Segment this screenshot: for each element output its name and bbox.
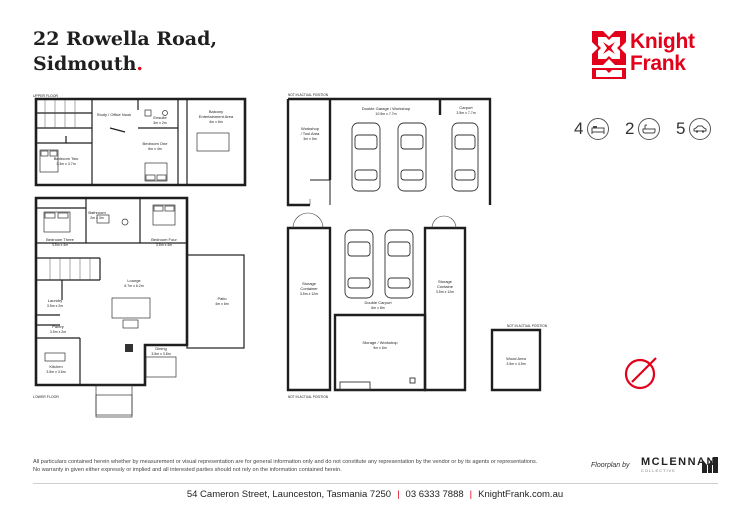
double-garage-label: Double Garage / Workshop [362,106,411,111]
knight-frank-wordmark: Knight Frank [630,31,695,75]
mclennan-mark-icon [702,457,718,473]
bedroom-one-size: 6m x 4m [148,147,162,151]
bathrooms-feature: 2 [625,118,661,140]
kitchen-label: Kitchen [49,364,62,369]
bedrooms-count: 4 [574,119,584,138]
parking-count: 5 [676,119,686,138]
ensuite-size: 3m x 2m [153,121,167,125]
parking-feature: 5 [676,118,712,140]
storage-right-label2: Containe [437,284,454,289]
storage-left-size: 3.5m x 12m [300,292,318,296]
wood-area-label: Wood Area [506,356,526,361]
lower-floor-label: LOWER FLOOR [33,395,59,399]
patio-label: Patio [217,296,227,301]
laundry-size: 3.5m x 2m [47,304,63,308]
logo-line1: Knight [630,30,695,53]
north-compass-icon [624,357,657,390]
footer-separator-1: | [397,489,400,500]
bedroom-three-label: Bedroom Three [46,237,74,242]
disclaimer-line1: All particulars contained herein whether… [33,459,538,465]
property-title-line2: Sidmouth. [33,53,144,75]
footer-website[interactable]: KnightFrank.com.au [478,489,564,500]
double-garage-size: 10.5m x 7.7m [375,112,396,116]
bathroom-label: Bathroom [88,210,106,215]
floor-plans: UPPER FLOOR Study / [33,93,657,418]
double-carport-label: Double Carport [364,300,392,305]
footer-separator-2: | [469,489,473,500]
footer-divider [33,483,718,484]
bathroom-size: 2m x 3m [90,216,104,220]
pantry-label: Pantry [52,324,64,329]
storage-workshop-size: 9m x 6m [373,346,387,350]
workshop-tool-label2: / Tool Area [301,131,321,136]
car-icon [689,118,712,140]
lower-floor-plan: Bathroom 2m x 3m Bedroom Three 3.5m x 4m… [33,196,245,418]
footer-address: 54 Cameron Street, Launceston, Tasmania … [186,489,392,500]
bathrooms-count: 2 [625,119,635,138]
bedroom-four-size: 3.5m x 4m [156,243,172,247]
storage-right-size: 3.5m x 12m [436,290,454,294]
kitchen-size: 3.5m x 3.6m [46,370,65,374]
carport-label: Carport [459,105,473,110]
mclennan-logo-text: MCLENNAN [641,456,716,468]
property-title: 22 Rowella Road, Sidmouth. [33,27,217,77]
wood-area-size: 3.5m x 4.5m [506,362,525,366]
ensuite-label: Ensuite [153,115,167,120]
storage-workshop-label: Storage / Workshop [362,340,398,345]
upper-floor-plan: UPPER FLOOR Study / [33,94,247,187]
knight-frank-mark-icon [592,31,626,79]
lounge-size: 6.7m x 6.2m [124,284,143,288]
patio-size: 4m x 6m [215,302,229,306]
footer: 54 Cameron Street, Launceston, Tasmania … [0,489,750,500]
property-title-line1: 22 Rowella Road, [33,28,217,50]
storage-left-label: Storage [302,281,317,286]
balcony-label2: Entertainment Area [199,114,234,119]
bedroom-three-size: 3.5m x 4m [52,243,68,247]
not-actual-position-3: NOT IN ACTUAL POSITION [288,395,329,399]
bedrooms-feature: 4 [574,118,610,140]
storage-left-label2: Container [300,286,318,291]
workshop-tool-label: Workshop [301,126,320,131]
storage-right-label: Storage [438,279,453,284]
disclaimer-line2: No warranty in given either expressly or… [33,467,342,473]
bedroom-two-label: Bedroom Two [54,156,79,161]
balcony-label: Balcony [209,109,223,114]
double-carport-size: 6m x 8m [371,306,385,310]
mclennan-logo-subtext: COLLECTIVE [641,468,676,473]
floorplan-by-label: Floorplan by [591,462,630,469]
outbuildings-plan: NOT IN ACTUAL POSITION [286,93,548,399]
carport-size: 3.5m x 7.7m [456,111,475,115]
lounge-label: Lounge [127,278,141,283]
balcony-size: 4m x 6m [209,120,223,124]
dining-size: 3.5m x 3.8m [151,352,170,356]
dining-label: Dining [155,346,166,351]
knight-frank-logo: Knight Frank [592,31,718,81]
bedroom-one-label: Bedroom One [143,141,169,146]
study-label: Study / Office Nook [97,112,131,117]
bed-icon [587,118,610,140]
bedroom-four-label: Bedroom Four [151,237,177,242]
workshop-tool-size: 3m x 5m [303,137,317,141]
logo-line2: Frank [630,52,686,75]
pantry-size: 3.5m x 2m [50,330,66,334]
bath-icon [638,118,661,140]
not-actual-position-2: NOT IN ACTUAL POSITION [507,324,548,328]
laundry-label: Laundry [48,298,62,303]
not-actual-position-1: NOT IN ACTUAL POSITION [288,93,329,97]
bedroom-two-size: 3.3m x 3.7m [56,162,75,166]
footer-phone[interactable]: 03 6333 7888 [405,489,464,500]
upper-floor-label: UPPER FLOOR [33,94,59,98]
